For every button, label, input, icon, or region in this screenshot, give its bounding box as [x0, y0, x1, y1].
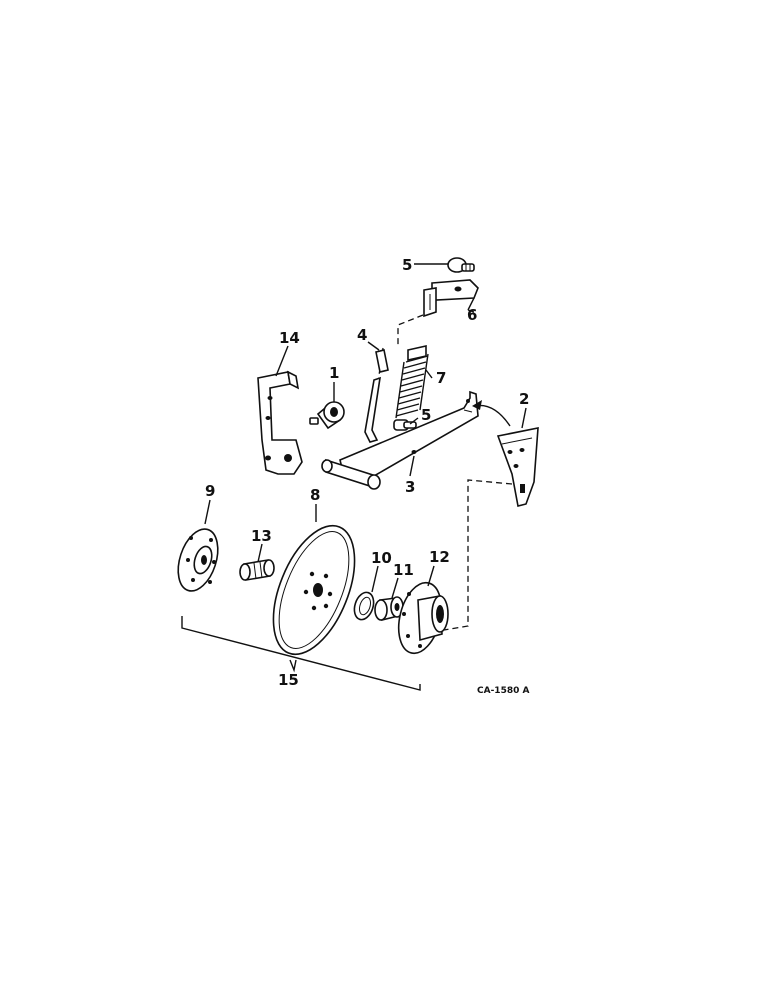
part-8-disc — [272, 524, 356, 656]
callout-15: 15 — [278, 671, 299, 689]
leader-15 — [289, 659, 297, 673]
callout-3: 3 — [405, 478, 415, 496]
group-15-bracket — [181, 616, 421, 691]
part-3-arm — [321, 390, 479, 490]
callout-12: 12 — [429, 548, 450, 566]
dashed-guide-6-4 — [397, 314, 424, 345]
callout-10: 10 — [371, 549, 392, 567]
part-9-flange — [177, 528, 219, 592]
callout-8: 8 — [310, 486, 320, 504]
part-13-bushing — [239, 559, 275, 581]
part-1-collar — [309, 401, 345, 430]
callout-5-top: 5 — [402, 256, 412, 274]
callout-9: 9 — [205, 482, 215, 500]
dashed-guide-2-12 — [443, 479, 513, 631]
callout-7: 7 — [436, 369, 446, 387]
arrowhead-2 — [472, 400, 482, 410]
part-2-scraper — [496, 427, 539, 507]
part-7-spring — [395, 345, 429, 419]
callout-4: 4 — [357, 326, 367, 344]
part-5-lower-bolt — [393, 419, 417, 431]
leader-lines — [204, 263, 527, 599]
part-4-rod — [364, 349, 389, 443]
part-6-bracket — [423, 279, 479, 318]
part-14-plate — [257, 370, 303, 475]
part-11-bearing — [374, 596, 404, 622]
callout-2: 2 — [519, 390, 529, 408]
part-10-seal — [353, 591, 375, 621]
part-12-hub — [397, 581, 449, 655]
part-5-top-fastener — [447, 257, 475, 273]
callout-13: 13 — [251, 527, 272, 545]
figure-code: CA-1580 A — [477, 686, 529, 696]
callout-11: 11 — [393, 561, 414, 579]
callout-5-lower: 5 — [421, 406, 431, 424]
callout-14: 14 — [279, 329, 300, 347]
callout-1: 1 — [329, 364, 339, 382]
callout-6: 6 — [467, 306, 477, 324]
